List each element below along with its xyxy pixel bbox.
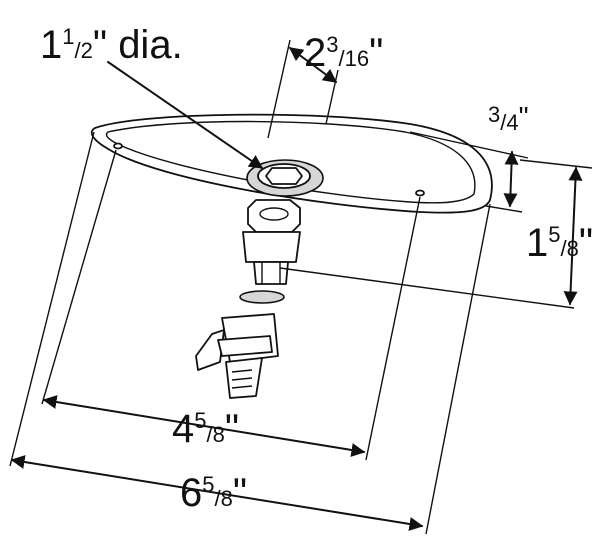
plug-contacts [231, 369, 253, 389]
height-ext-line-2 [279, 267, 575, 309]
mounting-hole-right [415, 189, 425, 197]
lamp-disc-rim [105, 120, 476, 204]
height-label: 15/8" [526, 221, 593, 265]
mount-spacing-dim-arrow [42, 395, 366, 457]
grommet-nut [265, 167, 303, 185]
dim-overall-width: 65/8" [9, 131, 491, 535]
hex-nut-bore [259, 207, 289, 221]
width-ext-line-left [9, 131, 95, 467]
dim-mount-spacing: 45/8" [41, 149, 421, 461]
height-dim-arrow [563, 166, 583, 306]
overall-width-label: 65/8" [180, 471, 247, 515]
plug-latch [195, 329, 225, 371]
width-ext-line-right [425, 203, 491, 535]
plug-collar [217, 335, 273, 357]
dim-diameter: 11/2" dia. [40, 23, 264, 169]
diameter-label: 11/2" dia. [40, 23, 183, 67]
thickness-ext-line-2 [485, 205, 523, 213]
socket-lower [253, 261, 289, 285]
diameter-leader-arrow [107, 61, 264, 169]
mount-ext-line-left [41, 149, 117, 405]
mount-spacing-label: 45/8" [172, 407, 239, 451]
dim-depth: 23/16" [267, 31, 383, 139]
dim-thickness: 3/4" [409, 101, 529, 213]
plug-tail [225, 357, 263, 399]
o-ring [239, 290, 285, 304]
dim-height: 15/8" [279, 159, 593, 309]
socket-body [242, 231, 301, 263]
thickness-dim-arrow [503, 150, 519, 208]
connector-assembly [195, 159, 324, 399]
overall-width-dim-arrow [10, 455, 424, 531]
mount-ext-line-right [365, 196, 421, 461]
height-ext-line-1 [519, 159, 593, 169]
depth-dim-arrow [288, 47, 338, 83]
thickness-label: 3/4" [488, 101, 529, 135]
depth-label: 23/16" [304, 31, 383, 75]
mounting-hole-left [113, 142, 123, 150]
hex-nut [247, 199, 301, 233]
depth-ext-line-1 [267, 39, 291, 139]
